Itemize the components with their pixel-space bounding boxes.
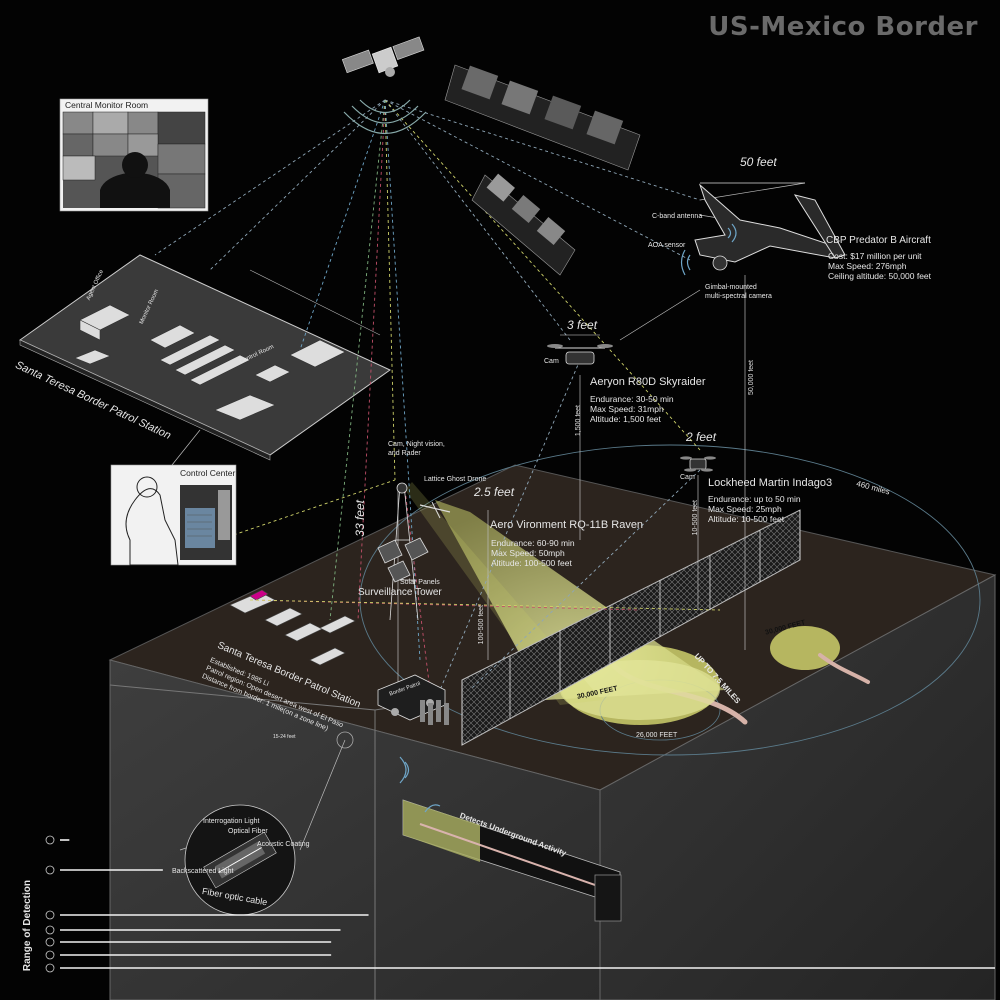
- skyraider-endurance: Endurance: 30-50 min: [590, 394, 674, 404]
- predator-gimbal: Gimbal-mounted multi-spectral camera: [705, 284, 772, 300]
- legend-title: Range of Detection: [22, 880, 33, 972]
- monitor-room-title: Central Monitor Room: [65, 100, 149, 110]
- ground-sensor-signal-icon: [399, 756, 441, 813]
- predator-cost: Cost: $17 million per unit: [828, 251, 922, 261]
- tower-label: Surveillance Tower: [358, 587, 442, 598]
- solar-panels-label: Solar Panels: [400, 579, 440, 586]
- underground-tunnel: [402, 799, 622, 922]
- ghost-drone-label: Lattice Ghost Drone: [424, 476, 487, 483]
- range-ring-460-miles: [359, 444, 981, 756]
- satellite-signal-icon: [343, 99, 427, 134]
- agents-icon: [420, 700, 449, 725]
- indago-name: Lockheed Martin Indago3: [708, 477, 833, 489]
- border-wall: [461, 509, 801, 746]
- raven-drone-icon: [419, 501, 451, 519]
- control-center-title: Control Center: [180, 468, 236, 478]
- skyraider-altitude-line: 1,500 feet: [575, 405, 582, 437]
- indago-size: 2 feet: [686, 430, 717, 444]
- indago-icon: [45, 937, 55, 947]
- predator-icon: [45, 963, 55, 973]
- migrant-path-b: [818, 653, 870, 684]
- wall-posts: [461, 510, 801, 745]
- station-plan-floating: [19, 254, 391, 461]
- indago-drone-icon: [680, 456, 716, 472]
- control-center-panel: [110, 464, 237, 566]
- predator-altitude: Ceiling altitude: 50,000 feet: [828, 271, 932, 281]
- tower-height: 33 feet: [353, 500, 367, 537]
- skyraider-drone-icon: [547, 334, 613, 365]
- raven-speed: Max Speed: 50mph: [491, 548, 565, 558]
- predator-altitude-line: 50,000 feet: [748, 360, 755, 396]
- fiber-optical: Optical Fiber: [228, 828, 268, 835]
- ghost-drone-icon: [45, 865, 55, 875]
- predator-c-band: C-band antenna: [652, 213, 703, 220]
- predator-size: 50 feet: [740, 155, 777, 169]
- station-plan-ground: [229, 589, 356, 666]
- raven-size: 2.5 feet: [474, 485, 515, 499]
- skyraider-altitude: Altitude: 1,500 feet: [590, 414, 661, 424]
- tower-sensors: Cam, Night vision, and Rader: [388, 441, 445, 457]
- fiber-acoustic: Acoustic Coating: [257, 841, 310, 848]
- raven-endurance: Endurance: 60-90 min: [491, 538, 575, 548]
- tower-imagery-strip: [471, 173, 576, 276]
- indago-altitude: Altitude: 10-500 feet: [708, 514, 785, 524]
- predator-aoa: AOA sensor: [648, 242, 686, 249]
- skyraider-speed: Max Speed: 31mph: [590, 404, 664, 414]
- satellite-icon: [341, 36, 425, 77]
- skyraider-icon: [45, 925, 55, 935]
- fiber-optic-icon: [45, 835, 55, 845]
- fiber-optic-callout: [184, 731, 354, 916]
- raven-icon: [45, 950, 55, 960]
- tower-icon: [45, 910, 55, 920]
- skyraider-name: Aeryon R80D Skyraider: [590, 376, 706, 388]
- range-26000-feet: 26,000 FEET: [636, 732, 678, 739]
- skyraider-cam: Cam: [544, 358, 559, 365]
- raven-altitude-line: 100-500 feet: [478, 605, 485, 645]
- fiber-interrogation: Interrogation Light: [203, 818, 260, 825]
- surveillance-tower-icon: [377, 482, 429, 621]
- monitor-room-panel: [59, 98, 209, 212]
- underground-depth: 15-24 feet: [273, 734, 296, 740]
- indago-cam: Cam: [680, 474, 695, 481]
- raven-altitude: Altitude: 100-500 feet: [491, 558, 572, 568]
- fiber-backscattered: Backscattered Light: [172, 868, 234, 875]
- raven-camera-beam: [435, 500, 725, 700]
- satellite-imagery-strip: [444, 64, 641, 171]
- legend-range-of-detection: [45, 835, 995, 973]
- raven-name: Aero Vironment RQ-11B Raven: [490, 519, 644, 531]
- predator-name: CBP Predator B Aircraft: [826, 235, 931, 246]
- predator-speed: Max Speed: 276mph: [828, 261, 907, 271]
- skyraider-size: 3 feet: [567, 318, 598, 332]
- indago-speed: Max Speed: 25mph: [708, 504, 782, 514]
- signal-lines: [154, 99, 721, 691]
- indago-endurance: Endurance: up to 50 min: [708, 494, 801, 504]
- ground-right-face: [599, 574, 996, 1000]
- page-title: US-Mexico Border: [708, 12, 978, 42]
- predator-aircraft-icon: [680, 182, 846, 276]
- indago-altitude-line: 10-500 feet: [692, 500, 699, 536]
